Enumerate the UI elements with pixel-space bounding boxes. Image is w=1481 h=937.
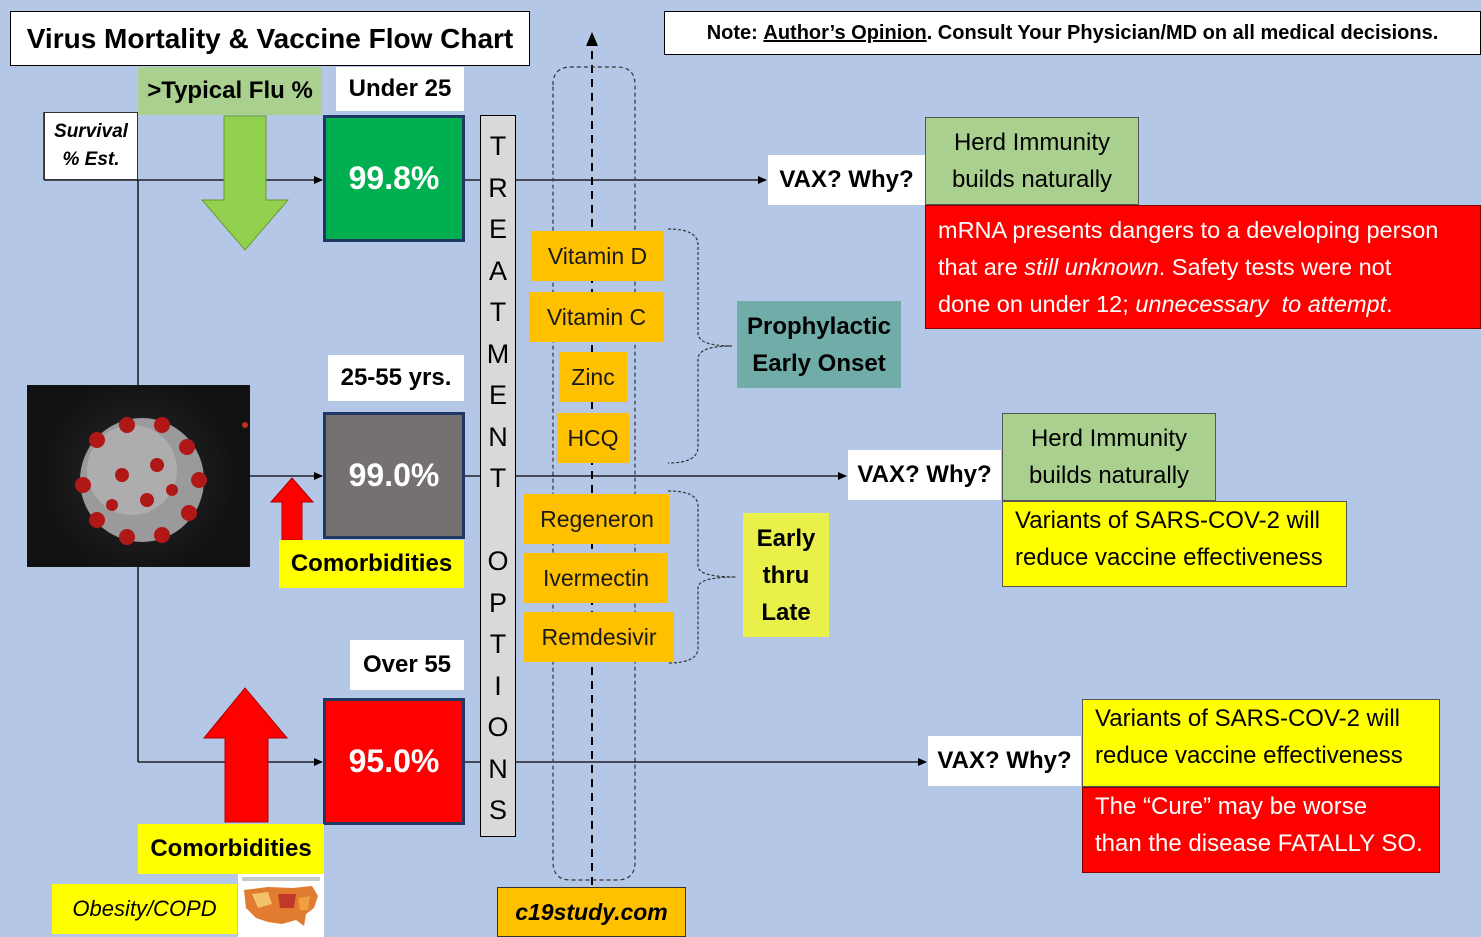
herd-immunity-box-middle: Herd Immunity builds naturally — [1002, 413, 1216, 501]
treatment-letter: T — [489, 297, 507, 327]
mrna-line3: done on under 12; unnecessary to attempt… — [938, 286, 1393, 323]
arrow-up-red-small-icon — [269, 477, 315, 541]
virus-image — [27, 385, 250, 567]
herd-immunity-box-young: Herd Immunity builds naturally — [925, 117, 1139, 205]
variants-line2: reduce vaccine effectiveness — [1015, 544, 1323, 571]
treatment-letter: T — [489, 131, 507, 161]
variants-line2: reduce vaccine effectiveness — [1095, 742, 1403, 769]
variants-box-middle: Variants of SARS-COV-2 will reduce vacci… — [1002, 501, 1347, 587]
mrna-line1: mRNA presents dangers to a developing pe… — [938, 216, 1439, 243]
treatment-letter: I — [494, 670, 502, 701]
treatment-vitamin-c: Vitamin C — [529, 292, 664, 342]
cure-line1: The “Cure” may be worse — [1095, 793, 1368, 820]
treatment-options-box: T R E A T M E N T O P T I O N S — [480, 115, 516, 837]
website-label[interactable]: c19study.com — [497, 887, 686, 937]
us-map-image — [238, 874, 324, 937]
virus-icon — [75, 417, 248, 545]
treatment-letter: T — [489, 463, 507, 493]
arrow-down-green-icon — [200, 115, 290, 251]
treatment-letter: N — [488, 753, 508, 784]
treatment-remdesivir: Remdesivir — [524, 612, 674, 662]
typical-flu-label: >Typical Flu % — [138, 67, 322, 115]
comorbidities-label-old: Comorbidities — [138, 824, 324, 874]
age-label-25-55: 25-55 yrs. — [328, 355, 464, 401]
survival-line1: Survival — [54, 121, 128, 142]
treatment-letter: R — [488, 172, 508, 203]
prophylactic-line1: Prophylactic — [746, 312, 892, 340]
mrna-line2: that are still unknown. Safety tests wer… — [938, 249, 1391, 286]
early-thru-late-label: Early thru Late — [743, 513, 829, 637]
prophylactic-line2: Early Onset — [752, 349, 886, 377]
treatment-letter: M — [486, 338, 510, 369]
vax-why-box-young: VAX? Why? — [768, 155, 925, 205]
treatment-letter: O — [487, 712, 509, 742]
treatment-vitamin-d: Vitamin D — [531, 231, 664, 281]
early-line3: Late — [761, 598, 811, 626]
mrna-line2a: that are — [938, 253, 1025, 280]
mrna-line2b: still unknown — [1024, 253, 1159, 280]
chart-title: Virus Mortality & Vaccine Flow Chart — [10, 11, 530, 66]
vax-why-box-middle: VAX? Why? — [848, 450, 1001, 500]
treatment-letter: E — [488, 214, 507, 244]
note-prefix: Note: — [706, 21, 764, 44]
treatment-letter: P — [488, 587, 507, 618]
treatment-letter: A — [488, 255, 507, 286]
variants-box-old: Variants of SARS-COV-2 will reduce vacci… — [1082, 699, 1440, 787]
cure-warning-box: The “Cure” may be worse than the disease… — [1082, 787, 1440, 873]
survival-line2: % Est. — [62, 149, 120, 170]
herd-line2: builds naturally — [1028, 462, 1190, 489]
note-suffix: . Consult Your Physician/MD on all medic… — [926, 21, 1439, 44]
survival-estimate-label: Survival % Est. — [44, 112, 138, 180]
treatment-zinc: Zinc — [559, 352, 627, 402]
treatment-letter: E — [488, 380, 507, 410]
mrna-line2c: . Safety tests were not — [1158, 253, 1392, 280]
vax-why-box-old: VAX? Why? — [928, 736, 1081, 786]
disclaimer-note: Note: Author’s Opinion . Consult Your Ph… — [664, 11, 1481, 55]
variants-line1: Variants of SARS-COV-2 will — [1095, 705, 1400, 732]
herd-line2: builds naturally — [951, 166, 1113, 193]
age-label-under-25: Under 25 — [336, 67, 464, 111]
prophylactic-early-onset-label: Prophylactic Early Onset — [737, 301, 901, 388]
treatment-ivermectin: Ivermectin — [524, 553, 668, 603]
early-line1: Early — [756, 524, 816, 552]
treatment-regeneron: Regeneron — [524, 494, 670, 544]
treatment-hcq: HCQ — [557, 413, 629, 463]
mrna-line3b: unnecessary to attempt — [1135, 290, 1387, 317]
herd-line1: Herd Immunity — [953, 129, 1111, 156]
survival-25-55-box: 99.0% — [323, 412, 465, 539]
age-label-over-55: Over 55 — [350, 640, 464, 690]
herd-line1: Herd Immunity — [1030, 425, 1188, 452]
cure-line2: than the disease FATALLY SO. — [1095, 830, 1423, 857]
us-map-icon — [242, 877, 320, 926]
survival-over-55-box: 95.0% — [323, 698, 465, 825]
mrna-line3a: done on under 12; — [938, 290, 1136, 317]
obesity-copd-label: Obesity/COPD — [52, 884, 237, 934]
mrna-warning-box: mRNA presents dangers to a developing pe… — [925, 205, 1481, 329]
early-line2: thru — [762, 561, 810, 589]
treatment-letter: O — [487, 546, 509, 576]
treatment-letter: N — [488, 421, 508, 452]
treatment-letter: S — [488, 795, 507, 825]
comorbidities-label-middle: Comorbidities — [279, 540, 464, 588]
arrow-up-red-large-icon — [202, 687, 289, 823]
survival-under-25-box: 99.8% — [323, 115, 465, 242]
variants-line1: Variants of SARS-COV-2 will — [1015, 507, 1320, 534]
treatment-letter: T — [489, 629, 507, 659]
mrna-line3c: . — [1386, 290, 1393, 317]
note-author-opinion: Author’s Opinion — [763, 21, 927, 44]
